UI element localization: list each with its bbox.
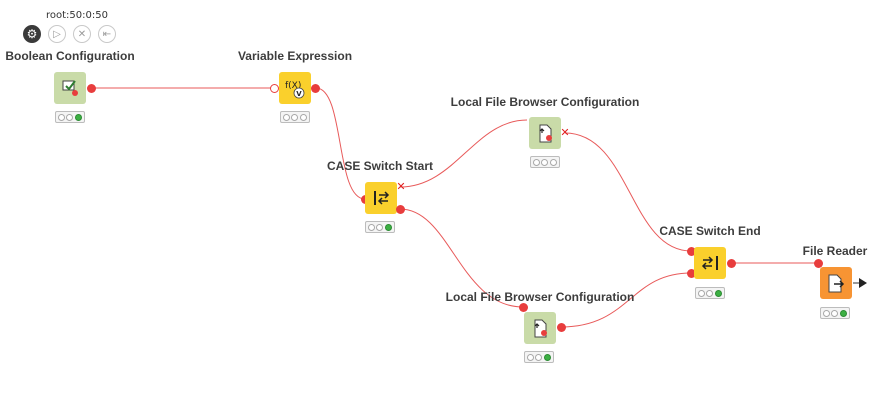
cancel-button[interactable]: ✕: [73, 25, 91, 43]
input-port[interactable]: [687, 269, 696, 278]
output-port[interactable]: [557, 323, 566, 332]
svg-text:f(X): f(X): [285, 81, 301, 91]
cancel-icon: ✕: [77, 28, 87, 40]
switch-start-icon: [374, 191, 390, 205]
status-indicator: [280, 111, 310, 123]
switch-end-icon: [701, 256, 718, 270]
connection-caseswitch-to-lfb-bottom: [399, 208, 524, 308]
connection-varexpr-to-caseswitch: [315, 87, 366, 200]
node-local-file-browser-bottom[interactable]: [524, 312, 556, 344]
status-indicator: [530, 156, 560, 168]
file-browser-icon: [539, 124, 552, 143]
gear-icon: ⚙: [26, 27, 38, 41]
status-indicator: [695, 287, 725, 299]
node-variable-expression[interactable]: f(X) V: [279, 72, 311, 104]
node-title-case-switch-start: CASE Switch Start: [326, 159, 434, 173]
status-indicator: [820, 307, 850, 319]
configure-button[interactable]: ⚙: [23, 25, 41, 43]
node-title-boolean-configuration: Boolean Configuration: [5, 49, 135, 63]
status-indicator: [55, 111, 85, 123]
status-indicator: [365, 221, 395, 233]
file-browser-icon: [534, 319, 547, 338]
step-back-icon: ⇤: [102, 28, 112, 40]
status-indicator: [524, 351, 554, 363]
node-title-local-file-browser-top: Local File Browser Configuration: [450, 95, 640, 109]
execute-button[interactable]: ▷: [48, 25, 66, 43]
node-boolean-configuration[interactable]: [54, 72, 86, 104]
svg-text:V: V: [296, 90, 302, 98]
node-case-switch-end[interactable]: [694, 247, 726, 279]
boolean-config-icon: [62, 80, 78, 96]
connection-lfb-bottom-to-caseend: [560, 272, 692, 328]
reset-button[interactable]: ⇤: [98, 25, 116, 43]
flow-variable-port[interactable]: [814, 259, 823, 268]
output-port[interactable]: [727, 259, 736, 268]
node-title-file-reader: File Reader: [802, 244, 868, 258]
connection-lfb-top-to-caseend: [564, 132, 692, 252]
output-port[interactable]: [311, 84, 320, 93]
node-title-variable-expression: Variable Expression: [237, 49, 353, 63]
play-icon: ▷: [53, 28, 61, 40]
node-file-reader[interactable]: [820, 267, 852, 299]
node-title-case-switch-end: CASE Switch End: [659, 224, 761, 238]
file-reader-icon: [828, 274, 845, 293]
output-port[interactable]: [396, 205, 405, 214]
workflow-root-label: root:50:0:50: [46, 10, 108, 21]
output-port[interactable]: [87, 84, 96, 93]
connection-caseswitch-to-lfb-top: [399, 119, 528, 188]
node-title-local-file-browser-bottom: Local File Browser Configuration: [445, 290, 635, 304]
input-port[interactable]: [270, 84, 279, 93]
output-port-arrow-icon[interactable]: [853, 277, 869, 289]
flow-variable-port[interactable]: [519, 303, 528, 312]
node-local-file-browser-top[interactable]: [529, 117, 561, 149]
function-icon: f(X) V: [285, 81, 305, 99]
node-case-switch-start[interactable]: [365, 182, 397, 214]
input-port[interactable]: [687, 247, 696, 256]
inactive-port-icon: ✕: [396, 180, 406, 193]
inactive-port-icon: ✕: [560, 126, 570, 139]
